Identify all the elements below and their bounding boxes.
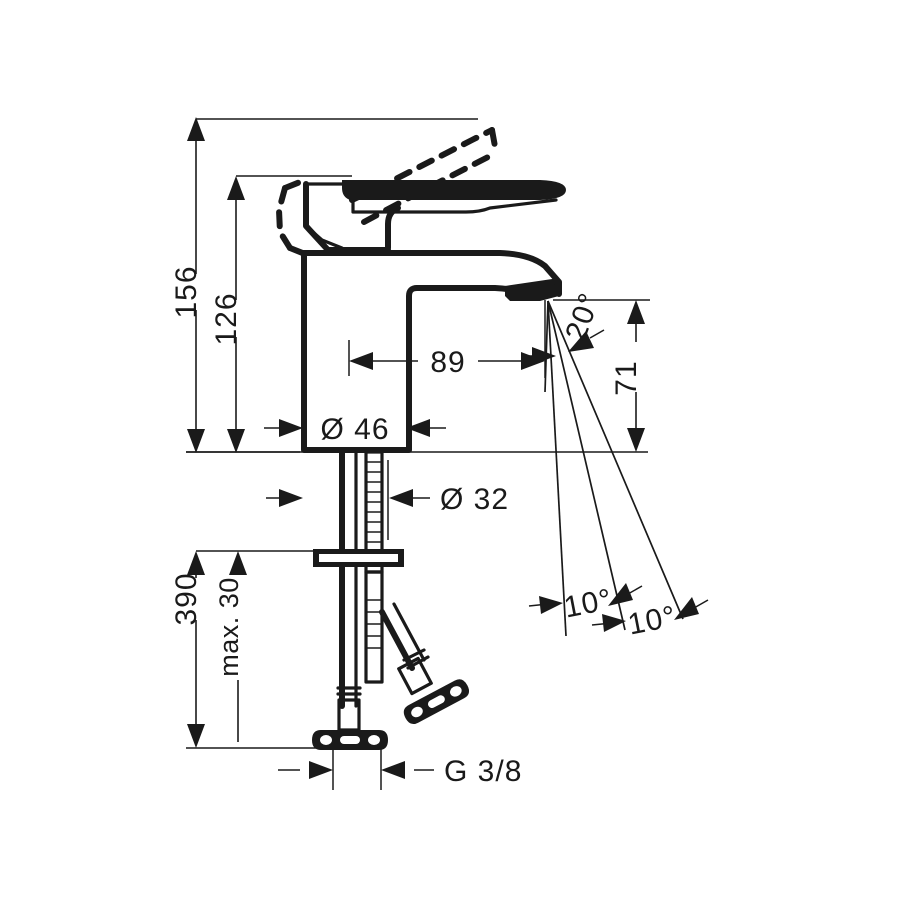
dimension-390: 390: [170, 551, 205, 748]
mounting-washer: [313, 549, 404, 567]
dimension-label-89: 89: [430, 346, 465, 379]
thread-hatching-lower: [366, 599, 382, 649]
angle-annotation-10-left: 10°: [528, 583, 643, 624]
dimension-label-g38: G 3/8: [444, 755, 522, 788]
dimension-label-max-30: max. 30: [214, 577, 244, 677]
lever-open-position-dashed: [276, 127, 499, 259]
dimension-label-390: 390: [170, 572, 203, 625]
dimension-diameter-32: Ø 32: [266, 460, 509, 540]
dimension-126: 126: [210, 176, 245, 453]
dimension-diameter-46: Ø 46: [264, 413, 446, 446]
supply-hose-angled: [379, 602, 470, 725]
dimension-71: 71: [610, 300, 645, 452]
dimension-156: 156: [170, 117, 205, 453]
mounting-shank: [339, 449, 384, 691]
dimension-label-126: 126: [210, 292, 243, 345]
dimension-label-156: 156: [170, 265, 203, 318]
angle-annotation-10-right: 10°: [591, 597, 709, 641]
supply-hose-vertical: [312, 685, 388, 750]
dimension-max-30: max. 30: [214, 551, 247, 742]
faucet-body: [301, 250, 562, 453]
extension-lines: [186, 118, 650, 749]
dimension-label-71: 71: [610, 360, 643, 395]
dimension-label-diameter-46: Ø 46: [320, 413, 389, 446]
dimension-label-diameter-32: Ø 32: [440, 483, 509, 516]
